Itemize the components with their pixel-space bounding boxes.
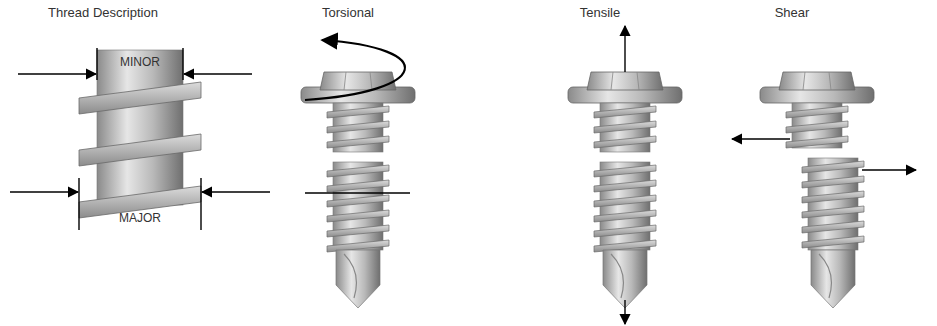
hex-edge	[829, 72, 831, 90]
thread-crest	[786, 106, 848, 118]
panel-heading: Thread Description	[48, 6, 158, 19]
panel-heading: Shear	[775, 6, 810, 19]
thread-crest	[786, 121, 848, 133]
thread-crest	[594, 136, 656, 148]
thread-crest	[594, 121, 656, 133]
thread-crest	[594, 106, 656, 118]
thread-crest	[802, 191, 864, 203]
drill-point	[811, 250, 855, 308]
screw-hex-head	[320, 72, 396, 90]
panel-heading: Torsional	[322, 6, 374, 19]
minor-arrow	[184, 73, 252, 74]
tensile-arrow	[624, 300, 625, 324]
thread-crest	[327, 180, 389, 192]
shear-arrow	[862, 169, 916, 170]
thread-crest	[802, 176, 864, 188]
torsion-plane	[305, 192, 410, 193]
thread-crest	[79, 82, 201, 114]
thread-crest	[327, 225, 389, 237]
thread-crest	[802, 236, 864, 248]
hex-edge	[611, 72, 613, 90]
screw-hex-head	[779, 72, 855, 90]
drill-point	[336, 250, 380, 308]
dimension-label: MAJOR	[117, 212, 163, 224]
major-extension	[78, 178, 79, 230]
screw-figure	[301, 72, 415, 308]
thread-crest	[327, 136, 389, 148]
thread-crest	[327, 165, 389, 177]
thread-crest	[327, 106, 389, 118]
thread-crest	[594, 165, 656, 177]
minor-extension	[182, 48, 183, 80]
thread-crest	[79, 134, 201, 166]
thread-crest	[594, 195, 656, 207]
major-arrow	[10, 191, 78, 192]
minor-extension	[96, 48, 97, 80]
thread-crest	[327, 210, 389, 222]
dimension-label: MINOR	[118, 56, 162, 68]
screw-figures	[79, 50, 874, 308]
thread-crest	[802, 161, 864, 173]
screw-figure	[568, 72, 682, 308]
screw-hex-head	[587, 72, 663, 90]
screw-figure	[760, 72, 874, 308]
drill-point	[603, 250, 647, 308]
panel-heading: Tensile	[580, 6, 620, 19]
hex-edge	[803, 72, 805, 90]
major-arrow	[202, 191, 270, 192]
hex-edge	[637, 72, 639, 90]
minor-arrow	[18, 73, 96, 74]
thread-crest	[327, 195, 389, 207]
thread-core	[97, 50, 183, 205]
hex-edge	[370, 72, 372, 90]
thread-crest	[802, 221, 864, 233]
thread-crest	[594, 225, 656, 237]
thread-crest	[594, 180, 656, 192]
thread-crest	[327, 121, 389, 133]
thread-crest	[786, 136, 848, 148]
force-arrows	[10, 26, 916, 324]
flute	[819, 254, 831, 298]
thread-crest	[802, 206, 864, 218]
major-extension	[200, 178, 201, 230]
tensile-arrow	[624, 26, 625, 72]
flute	[611, 254, 623, 298]
hex-edge	[344, 72, 346, 90]
shear-arrow	[732, 138, 790, 139]
flute	[344, 254, 356, 298]
torsion-arrow	[305, 40, 405, 100]
thread-crest	[594, 210, 656, 222]
